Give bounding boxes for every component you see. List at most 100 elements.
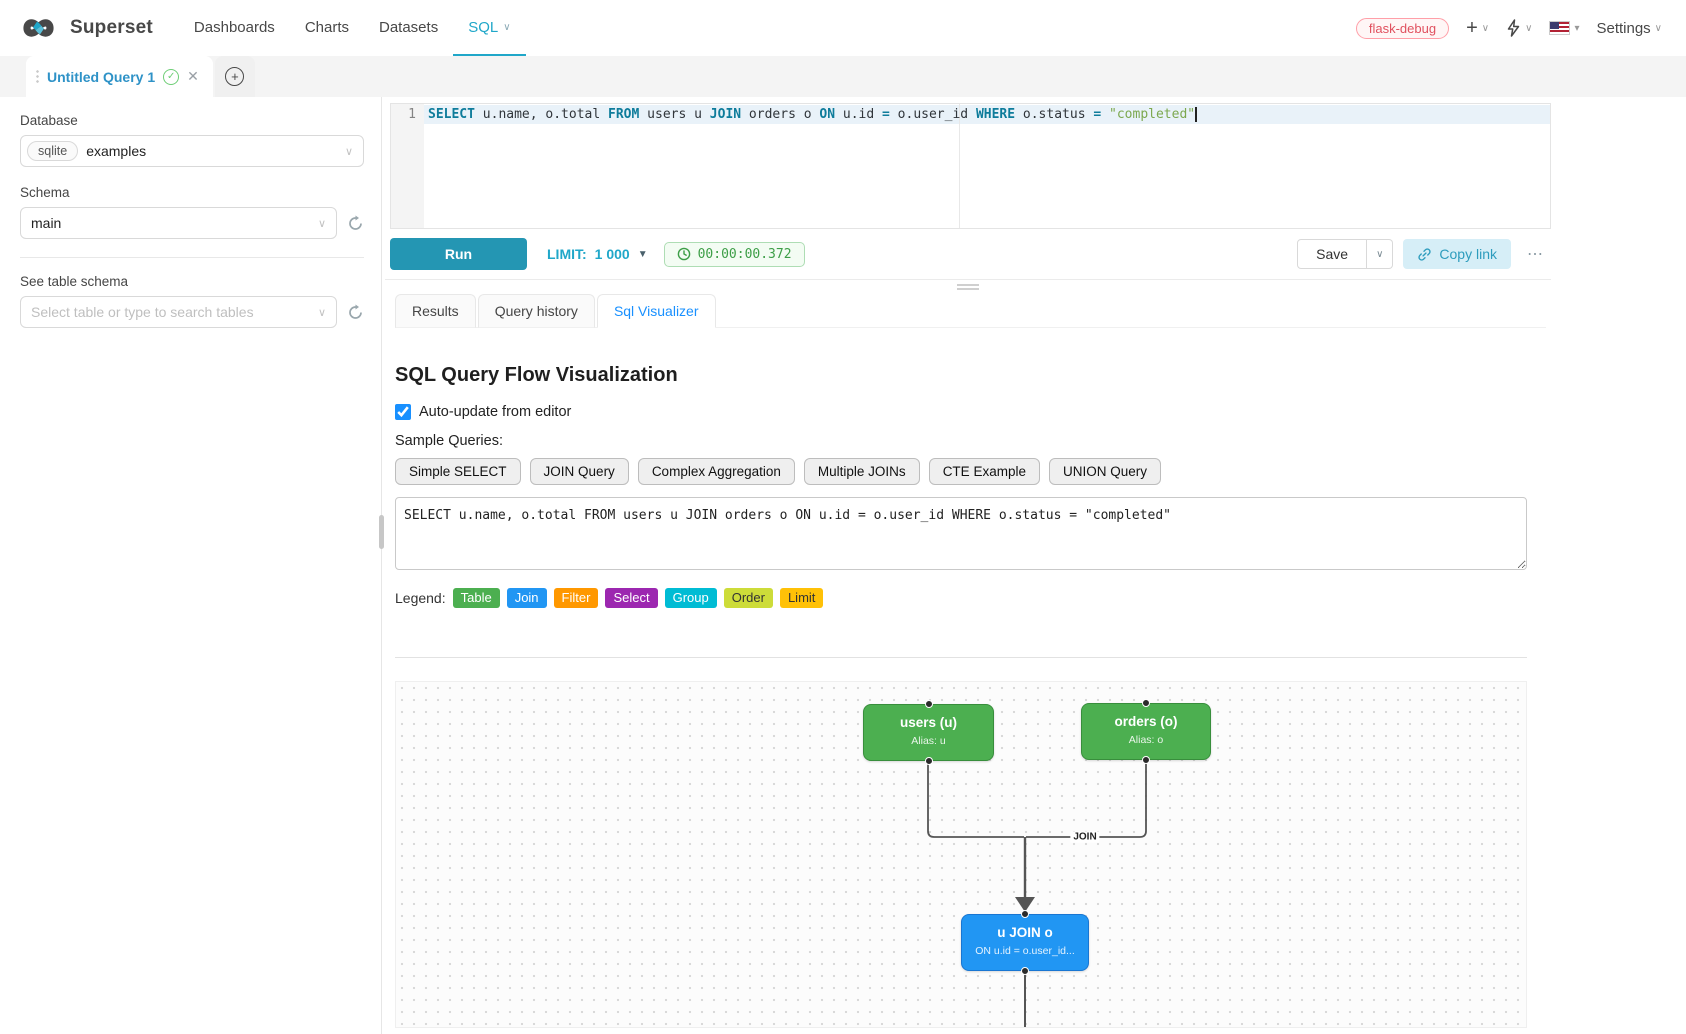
query-tab-active[interactable]: Untitled Query 1 ✓ ✕ bbox=[26, 56, 213, 97]
sql-token: ON bbox=[819, 107, 836, 122]
query-textarea[interactable]: SELECT u.name, o.total FROM users u JOIN… bbox=[395, 496, 1527, 570]
lightning-icon bbox=[1507, 19, 1520, 37]
target-handle-icon[interactable] bbox=[1142, 698, 1150, 707]
sample-query-button-complex-aggregation[interactable]: Complex Aggregation bbox=[637, 457, 795, 485]
editor-toolbar: Run LIMIT: 1 000 ▼ 00:00:00.372 Save bbox=[390, 237, 1551, 271]
nav-menu: Dashboards Charts Datasets SQL∨ bbox=[179, 0, 526, 56]
sql-token: u.id bbox=[835, 107, 883, 122]
refresh-icon bbox=[349, 215, 362, 230]
legend-chip-join: Join bbox=[506, 587, 547, 608]
new-item-button[interactable]: + ∨ bbox=[1466, 18, 1489, 38]
flow-canvas[interactable]: JOIN users (u) Alias: u orders (o) Alias: o… bbox=[395, 680, 1527, 1028]
join-edge-label: JOIN bbox=[1070, 831, 1100, 843]
sql-token: JOIN bbox=[709, 107, 742, 122]
refresh-tables-button[interactable] bbox=[347, 304, 364, 321]
sample-query-button-cte-example[interactable]: CTE Example bbox=[928, 457, 1040, 485]
tab-sql-visualizer[interactable]: Sql Visualizer bbox=[596, 293, 716, 328]
settings-menu[interactable]: Settings ∨ bbox=[1596, 20, 1662, 37]
node-subtitle: Alias: o bbox=[1128, 733, 1164, 746]
line-number: 1 bbox=[408, 107, 416, 122]
sample-query-button-multiple-joins[interactable]: Multiple JOINs bbox=[803, 457, 920, 485]
nav-item-dashboards[interactable]: Dashboards bbox=[193, 18, 275, 36]
chevron-down-icon: ∨ bbox=[317, 306, 326, 319]
sidebar-splitter[interactable] bbox=[378, 97, 385, 1034]
editor-code[interactable]: SELECT u.name, o.total FROM users u JOIN… bbox=[424, 104, 1550, 228]
sqllab-sidebar: Database sqlite examples ∨ Schema main ∨… bbox=[0, 97, 378, 1034]
target-handle-icon[interactable] bbox=[1021, 909, 1029, 918]
close-tab-icon[interactable]: ✕ bbox=[187, 68, 199, 84]
source-handle-icon[interactable] bbox=[924, 756, 933, 765]
us-flag-icon bbox=[1549, 21, 1571, 35]
copy-link-button[interactable]: Copy link bbox=[1403, 239, 1511, 269]
database-select[interactable]: sqlite examples ∨ bbox=[20, 135, 364, 167]
auto-update-checkbox[interactable] bbox=[395, 403, 411, 420]
source-handle-icon[interactable] bbox=[1021, 966, 1029, 975]
chevron-down-icon: ∨ bbox=[1654, 22, 1662, 34]
table-select[interactable]: Select table or type to search tables ∨ bbox=[20, 296, 337, 328]
sample-query-buttons: Simple SELECT JOIN Query Complex Aggregati… bbox=[395, 457, 1551, 485]
source-handle-icon[interactable] bbox=[1142, 755, 1150, 764]
legend-label: Legend: bbox=[395, 589, 446, 606]
node-subtitle: ON u.id = o.user_id... bbox=[975, 944, 1075, 957]
save-dropdown-button[interactable]: ∨ bbox=[1367, 239, 1394, 269]
sql-token: = bbox=[882, 107, 890, 122]
drag-handle-icon[interactable] bbox=[36, 69, 39, 84]
schema-value: main bbox=[31, 215, 62, 231]
sql-token: o.status bbox=[1015, 107, 1094, 122]
caret-down-icon: ▼ bbox=[637, 248, 648, 260]
language-picker[interactable]: ▾ bbox=[1549, 21, 1579, 35]
query-timer: 00:00:00.372 bbox=[663, 241, 805, 267]
node-subtitle: Alias: u bbox=[911, 734, 946, 747]
database-label: Database bbox=[20, 113, 78, 128]
save-split-button: Save ∨ bbox=[1297, 239, 1394, 269]
chevron-down-icon: ∨ bbox=[317, 217, 326, 230]
refresh-schema-button[interactable] bbox=[347, 215, 364, 232]
env-badge: flask-debug bbox=[1355, 17, 1450, 39]
save-button[interactable]: Save bbox=[1297, 239, 1368, 269]
active-line-highlight bbox=[391, 105, 1550, 124]
sql-token: FROM bbox=[608, 107, 640, 122]
pane-resize-handle[interactable] bbox=[957, 284, 979, 290]
node-title: users (u) bbox=[899, 714, 957, 730]
sql-lab-shortcut-button[interactable]: ∨ bbox=[1506, 19, 1532, 37]
sample-query-button-join-query[interactable]: JOIN Query bbox=[529, 457, 629, 485]
sample-query-button-union-query[interactable]: UNION Query bbox=[1048, 457, 1161, 485]
query-tab-title: Untitled Query 1 bbox=[47, 68, 156, 85]
new-query-tab-button[interactable]: + bbox=[214, 56, 255, 97]
tab-results[interactable]: Results bbox=[395, 293, 476, 328]
node-title: orders (o) bbox=[1114, 713, 1178, 729]
copy-link-label: Copy link bbox=[1439, 246, 1497, 262]
timer-value: 00:00:00.372 bbox=[697, 246, 792, 262]
circle-plus-icon: + bbox=[225, 67, 245, 86]
nav-item-datasets[interactable]: Datasets bbox=[379, 18, 439, 36]
text-cursor bbox=[1195, 107, 1197, 122]
auto-update-row: Auto-update from editor bbox=[395, 403, 1551, 420]
tab-query-history[interactable]: Query history bbox=[477, 293, 595, 328]
caret-down-icon: ▾ bbox=[1574, 22, 1580, 34]
saved-check-icon: ✓ bbox=[163, 68, 180, 85]
superset-logo[interactable]: Superset bbox=[16, 0, 153, 56]
limit-dropdown[interactable]: LIMIT: 1 000 ▼ bbox=[547, 246, 648, 262]
flow-edges bbox=[927, 759, 1147, 1027]
more-actions-button[interactable]: ⋯ bbox=[1527, 246, 1545, 263]
sql-token: orders o bbox=[741, 107, 820, 122]
sql-token: u.name, o.total bbox=[474, 107, 609, 122]
flow-node-table-users[interactable]: users (u) Alias: u bbox=[863, 703, 994, 761]
target-handle-icon[interactable] bbox=[924, 699, 933, 708]
settings-label: Settings bbox=[1596, 19, 1651, 37]
table-select-placeholder: Select table or type to search tables bbox=[31, 304, 254, 320]
splitter-grip[interactable] bbox=[379, 515, 384, 549]
nav-right: flask-debug + ∨ ∨ ▾ Settings ∨ bbox=[1355, 0, 1686, 56]
run-button[interactable]: Run bbox=[390, 238, 527, 270]
nav-item-sql[interactable]: SQL∨ bbox=[453, 0, 526, 56]
chevron-down-icon: ∨ bbox=[1525, 22, 1533, 34]
schema-select[interactable]: main ∨ bbox=[20, 207, 337, 239]
flow-node-table-orders[interactable]: orders (o) Alias: o bbox=[1081, 702, 1211, 760]
sample-query-button-simple-select[interactable]: Simple SELECT bbox=[395, 457, 521, 485]
sql-token: "completed" bbox=[1101, 107, 1196, 122]
sql-token: users u bbox=[639, 107, 710, 122]
nav-item-charts[interactable]: Charts bbox=[304, 18, 349, 36]
sql-editor[interactable]: 1 SELECT u.name, o.total FROM users u JO… bbox=[390, 103, 1551, 229]
